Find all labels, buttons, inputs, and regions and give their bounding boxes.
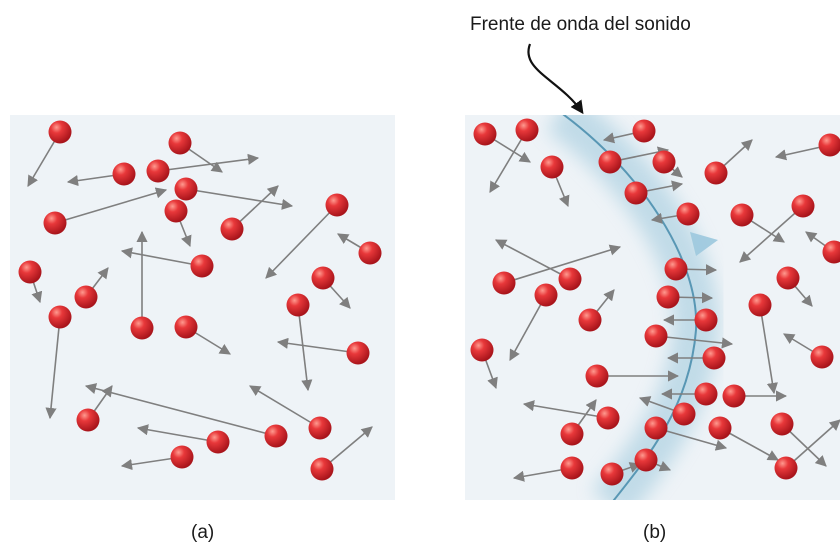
red-sphere-icon [164,199,188,223]
red-sphere-icon [43,211,67,235]
red-sphere-icon [810,345,834,369]
red-sphere-icon [676,202,700,226]
red-sphere-icon [632,119,656,143]
arrow-icon [265,204,338,279]
red-sphere-icon [174,315,198,339]
red-sphere-icon [624,181,648,205]
red-sphere-icon [540,155,564,179]
red-sphere-icon [600,462,624,486]
red-sphere-icon [560,456,584,480]
red-sphere-icon [308,416,332,440]
arrow-icon [45,316,61,420]
red-sphere-icon [791,194,815,218]
red-sphere-icon [325,193,349,217]
red-sphere-icon [656,285,680,309]
arrow-icon [785,419,840,469]
red-sphere-icon [596,406,620,430]
red-sphere-icon [311,266,335,290]
red-sphere-icon [168,131,192,155]
red-sphere-icon [48,120,72,144]
red-sphere-icon [18,260,42,284]
arrow-icon [759,304,778,395]
red-sphere-icon [664,257,688,281]
arrow-icon [522,400,609,419]
panel-a-caption: (a) [191,522,215,543]
red-sphere-icon [672,402,696,426]
red-sphere-icon [558,267,582,291]
red-sphere-icon [346,341,370,365]
red-sphere-icon [74,285,98,309]
red-sphere-icon [702,346,726,370]
red-sphere-icon [190,254,214,278]
red-sphere-icon [264,424,288,448]
wavefront-label: Frente de onda del sonido [470,14,691,35]
red-sphere-icon [652,150,676,174]
red-sphere-icon [534,283,558,307]
arrow-icon [84,383,277,437]
red-sphere-icon [206,430,230,454]
red-sphere-icon [220,217,244,241]
red-sphere-icon [174,177,198,201]
red-sphere-icon [560,422,584,446]
arrow-icon [54,187,168,224]
red-sphere-icon [708,416,732,440]
red-sphere-icon [76,408,100,432]
red-sphere-icon [473,122,497,146]
panel-b-caption: (b) [643,522,667,543]
arrow-icon [655,427,728,451]
arrow-icon [489,129,528,193]
red-sphere-icon [585,364,609,388]
arrow-icon [276,337,359,354]
arrow-icon [503,244,622,284]
arrow-icon [157,153,260,172]
panel-a-background [10,115,395,500]
arrow-icon [297,304,313,392]
red-sphere-icon [722,384,746,408]
red-sphere-icon [358,241,382,265]
red-sphere-icon [694,308,718,332]
red-sphere-icon [770,412,794,436]
red-sphere-icon [704,161,728,185]
arrow-icon [495,239,571,280]
red-sphere-icon [776,266,800,290]
red-sphere-icon [818,133,840,157]
red-sphere-icon [730,203,754,227]
wave-direction-arrow-icon [690,232,718,256]
red-sphere-icon [634,448,658,472]
red-sphere-icon [694,382,718,406]
panel-b [465,115,840,500]
red-sphere-icon [170,445,194,469]
red-sphere-icon [774,456,798,480]
red-sphere-icon [644,324,668,348]
red-sphere-icon [48,305,72,329]
red-sphere-icon [578,308,602,332]
arrow-icon [655,335,734,349]
arrow-icon [739,205,804,263]
wavefront-label-pointer [527,43,584,115]
red-sphere-icon [598,150,622,174]
red-sphere-icon [644,416,668,440]
red-sphere-icon [286,293,310,317]
arrow-icon [136,424,219,443]
arrow-icon [185,188,294,210]
red-sphere-icon [112,162,136,186]
red-sphere-icon [492,271,516,295]
arrow-icon [249,385,321,429]
arrow-icon [120,247,203,267]
red-sphere-icon [130,316,154,340]
panel-a [10,115,395,500]
red-sphere-icon [146,159,170,183]
red-sphere-icon [515,118,539,142]
red-sphere-icon [748,293,772,317]
red-sphere-icon [822,240,840,264]
arrow-icon [509,294,547,361]
red-sphere-icon [310,457,334,481]
red-sphere-icon [470,338,494,362]
